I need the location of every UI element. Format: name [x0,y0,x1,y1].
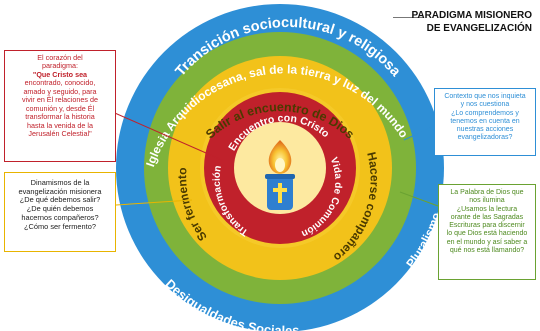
callout-line: La Palabra de Dios que [450,189,524,196]
callout-line: comunión y, desde Él [25,103,95,113]
title-rule [393,17,423,18]
callout-line: transformar la historia [25,112,95,122]
callout-line: Jerusalén Celestial" [28,129,92,139]
callout-line: "Que Cristo sea [32,69,88,79]
callout-line: Escrituras para discernir [449,222,525,229]
callout-line: y nos cuestiona [460,101,510,109]
callout-line: vivir en Él relaciones de [22,95,98,105]
connector-red [107,109,223,161]
callout-line: hasta la venida de la [27,120,93,130]
cross-icon [273,183,287,203]
callout-line: evangelizadoras? [457,134,513,142]
callout-line: ¿Lo comprendemos y [451,109,519,117]
callout-line: ¿Usamos la lectura [456,205,518,213]
callout-line: hacernos compañeros? [21,212,99,222]
callout-context: Contexto que nos inquieta y nos cuestion… [434,88,536,156]
callout-line: qué nos está llamando? [449,246,525,254]
callout-line: ¿De quién debemos [26,204,94,214]
callout-line: orante de las Sagradas [450,213,524,221]
callout-line: nuestras acciones [456,126,514,133]
callout-word-of-god: La Palabra de Dios que nos ilumina ¿Usam… [438,184,536,280]
callout-line: encontrado, conocido, [24,78,96,88]
flame-icon [268,140,292,174]
callout-heart-of-paradigm: El corazón del paradigma: "Que Cristo se… [4,50,116,162]
callout-line: Dinamismos de la [30,178,90,187]
title-line-2: DE EVANGELIZACIÓN [426,22,532,34]
callout-line: tenemos en cuenta en [450,117,520,125]
title-line-1: PARADIGMA MISIONERO [411,10,532,21]
connector-yellow [115,199,193,206]
callout-line: El corazón del [37,53,83,62]
connector-green [399,191,439,207]
callout-line: ¿Cómo ser fermento? [24,221,96,231]
callout-line: ¿De qué debemos salir? [19,195,101,205]
callout-line: evangelización misionera [18,186,102,196]
callout-line: nos ilumina [469,197,505,205]
callout-line: lo que Dios está haciendo [446,230,528,238]
callout-line: paradigma: [42,61,78,71]
callout-line: Contexto que nos inquieta [444,93,526,100]
callout-line: en el mundo y así saber a [446,238,528,246]
connector-blue [403,125,435,141]
callout-evangelization-dynamics: Dinamismos de la evangelización misioner… [4,172,116,252]
callout-line: amado y seguido, para [23,86,97,96]
page-title: PARADIGMA MISIONERO DE EVANGELIZACIÓN [411,10,532,35]
